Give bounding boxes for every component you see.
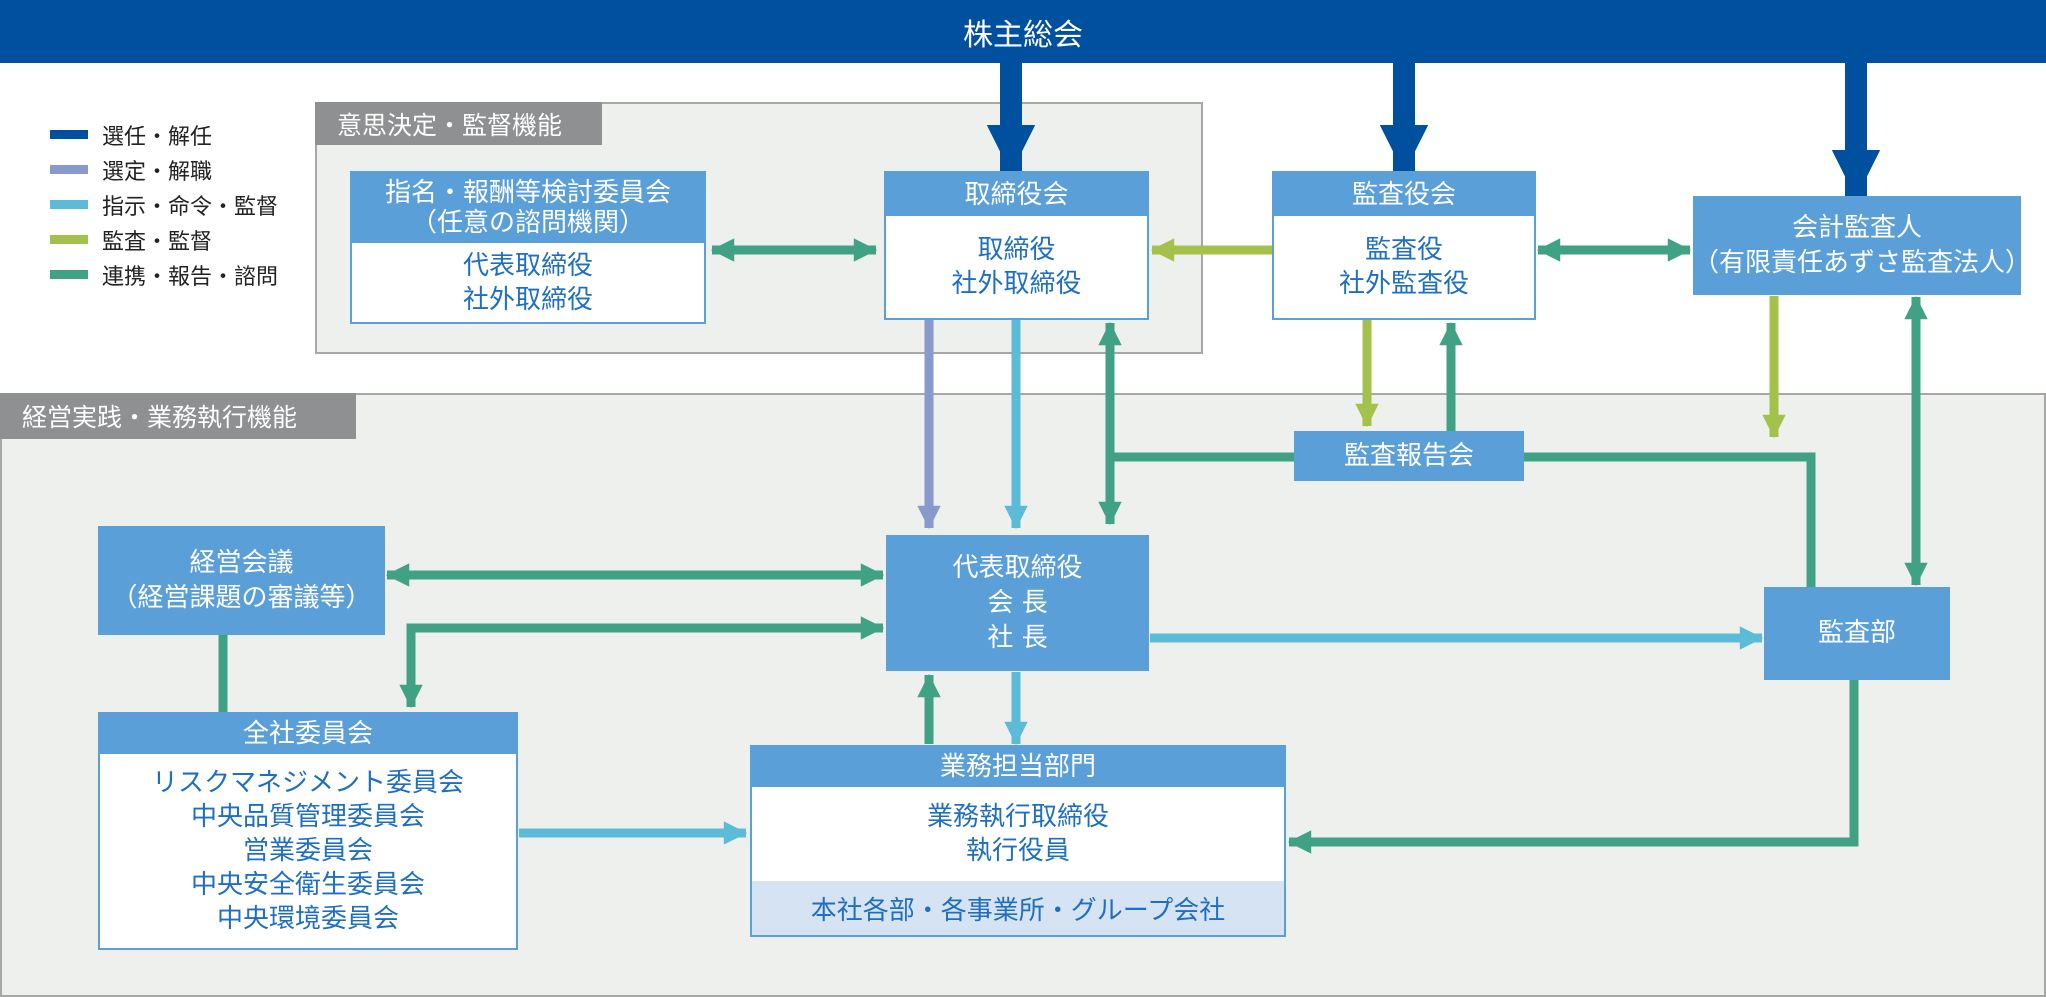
president-label: 社 長 (987, 622, 1048, 653)
legend-item: 監査・監督 (50, 222, 310, 257)
legend-item: 連携・報告・諮問 (50, 257, 310, 292)
board-of-directors-box: 取締役会 取締役 社外取締役 (884, 171, 1149, 320)
link-report-to-audit-dept (1522, 452, 1816, 587)
legend: 選任・解任 選定・解職 指示・命令・監督 監査・監督 連携・報告・諮問 (50, 117, 310, 292)
audit-board-members: 監査役 社外監査役 (1274, 216, 1534, 318)
board-header: 取締役会 (886, 173, 1147, 216)
audit-department-box: 監査部 (1764, 587, 1950, 680)
representative-director-box: 代表取締役 会 長 社 長 (886, 535, 1149, 671)
chairman-label: 会 長 (987, 587, 1048, 618)
nomination-committee-members: 代表取締役 社外取締役 (352, 243, 704, 322)
audit-board-box: 監査役会 監査役 社外監査役 (1272, 171, 1536, 320)
oversight-panel-label: 意思決定・監督機能 (315, 102, 602, 145)
board-members: 取締役 社外取締役 (886, 216, 1147, 318)
committees-list: リスクマネジメント委員会 中央品質管理委員会 営業委員会 中央安全衛生委員会 中… (100, 754, 516, 948)
nomination-committee-subtitle: （任意の諮問機関） (410, 208, 645, 238)
nomination-committee-box: 指名・報酬等検討委員会 （任意の諮問機関） 代表取締役 社外取締役 (350, 171, 706, 324)
company-committees-box: 全社委員会 リスクマネジメント委員会 中央品質管理委員会 営業委員会 中央安全衛… (98, 712, 518, 950)
committee-item: リスクマネジメント委員会 (151, 768, 464, 798)
legend-swatch (50, 235, 88, 244)
committee-item: 中央品質管理委員会 (190, 802, 425, 832)
legend-swatch (50, 270, 88, 279)
management-meeting-subtitle: （経営課題の審議等） (111, 582, 372, 613)
auditor-title: 会計監査人 (1791, 212, 1922, 243)
nomination-committee-header: 指名・報酬等検討委員会 （任意の諮問機関） (352, 173, 704, 243)
audit-report-meeting-box: 監査報告会 (1294, 431, 1524, 481)
ceo-title: 代表取締役 (952, 552, 1083, 583)
member-line: 取締役 (977, 235, 1056, 265)
legend-label: 選定・解職 (102, 159, 213, 185)
audit-board-header: 監査役会 (1274, 173, 1534, 216)
member-line: 監査役 (1364, 235, 1443, 265)
legend-label: 監査・監督 (102, 229, 213, 255)
arrow-audit-dept-to-business (1287, 680, 1859, 854)
legend-label: 選任・解任 (102, 124, 213, 150)
business-members: 業務執行取締役 執行役員 (752, 787, 1284, 881)
business-divisions-box: 業務担当部門 業務執行取締役 執行役員 本社各部・各事業所・グループ会社 (750, 745, 1286, 937)
legend-item: 選任・解任 (50, 117, 310, 152)
legend-swatch (50, 130, 88, 139)
auditor-firm: （有限責任あずさ監査法人） (1693, 247, 2032, 278)
management-meeting-title: 経営会議 (189, 547, 294, 578)
legend-swatch (50, 200, 88, 209)
member-line: 社外取締役 (951, 269, 1082, 299)
business-scope-band: 本社各部・各事業所・グループ会社 (752, 881, 1284, 935)
member-line: 社外監査役 (1338, 269, 1469, 299)
legend-swatch (50, 165, 88, 174)
legend-item: 選定・解職 (50, 152, 310, 187)
legend-item: 指示・命令・監督 (50, 187, 310, 222)
committees-header: 全社委員会 (100, 714, 516, 754)
committee-item: 中央環境委員会 (216, 904, 399, 934)
member-line: 代表取締役 (462, 250, 593, 281)
member-line: 業務執行取締役 (926, 802, 1109, 832)
shareholders-meeting-banner: 株主総会 (0, 0, 2046, 63)
member-line: 社外取締役 (462, 284, 593, 315)
legend-label: 連携・報告・諮問 (102, 264, 279, 290)
committee-item: 中央安全衛生委員会 (190, 870, 425, 900)
committee-item: 営業委員会 (242, 836, 373, 866)
member-line: 執行役員 (965, 836, 1070, 866)
legend-label: 指示・命令・監督 (102, 194, 279, 220)
execution-panel-label: 経営実践・業務執行機能 (0, 393, 356, 439)
accounting-auditor-box: 会計監査人 （有限責任あずさ監査法人） (1693, 196, 2032, 295)
nomination-committee-title: 指名・報酬等検討委員会 (384, 178, 671, 208)
business-header: 業務担当部門 (752, 747, 1284, 787)
management-meeting-box: 経営会議 （経営課題の審議等） (98, 526, 385, 635)
arrow-ceo-committees (399, 616, 885, 709)
